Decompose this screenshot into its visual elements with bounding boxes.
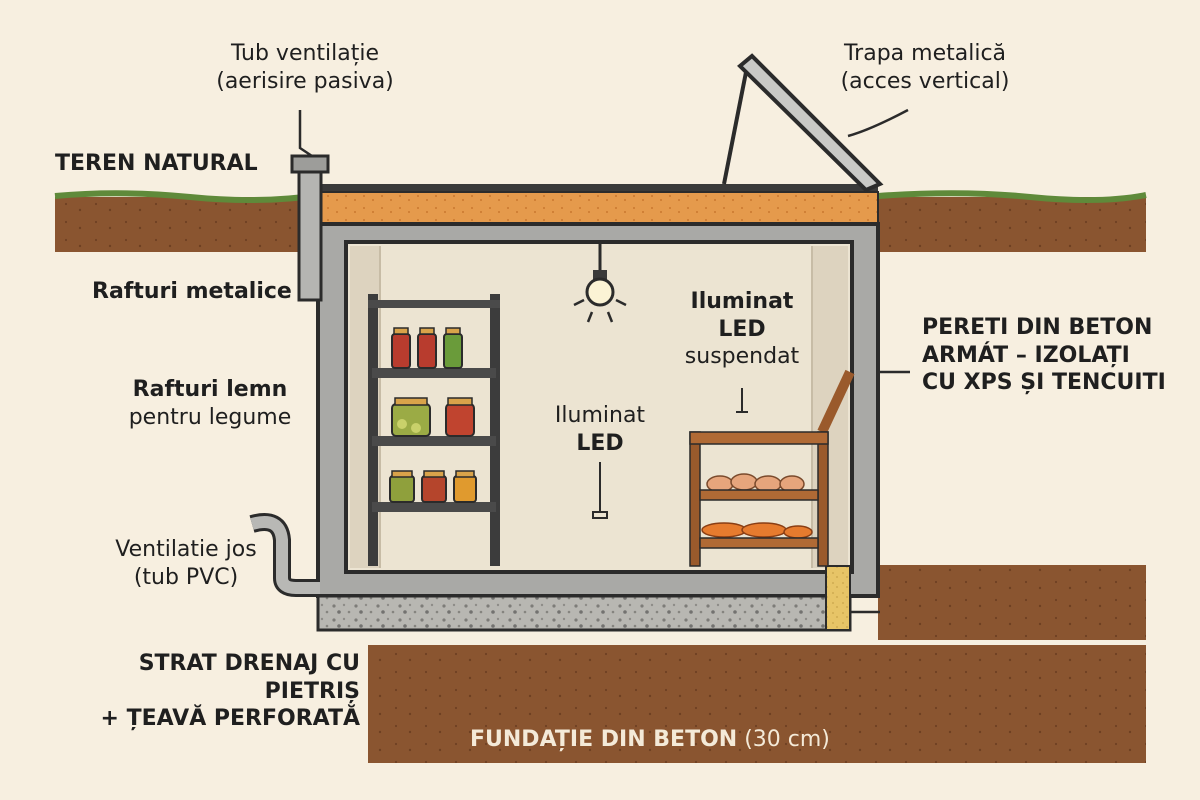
wooden-vegetable-rack	[689, 369, 855, 567]
led-markers	[592, 388, 748, 519]
low-vent-label: Ventilatie jos (tub PVC)	[115, 537, 257, 590]
foundation-label: FUNDAȚIE DIN BETON (30 cm)	[470, 726, 830, 754]
side-insulation-strip	[825, 565, 851, 631]
gravel-drainage	[316, 594, 852, 632]
foundation-title: FUNDAȚIE DIN BETON	[470, 727, 738, 752]
metal-shelves-label: Rafturi metalice	[92, 279, 292, 304]
vent-tube	[290, 154, 330, 302]
roof-slab	[317, 184, 879, 225]
walls-label: PERETI DIN BETON ARMÁT – IZOLAȚI CU XPS …	[922, 315, 1166, 395]
leader-lines	[298, 108, 910, 614]
foundation-thickness: (30 cm)	[744, 727, 830, 752]
hatch-label: Trapa metalică (acces vertical)	[840, 41, 1010, 94]
metal-shelving	[368, 294, 500, 566]
hatch	[722, 53, 884, 193]
led-suspended-label: Iluminat LED suspendat	[684, 289, 800, 369]
led-center-label: Iluminat LED	[554, 403, 646, 456]
drainage-label: STRAT DRENAJ CU PIETRIȘ + ȚEAVĂ PERFORAT…	[100, 651, 361, 731]
vent-tube-label: Tub ventilație (aerisire pasiva)	[216, 41, 394, 94]
ground-label: TEREN NATURAL	[55, 151, 258, 176]
foundation-block	[368, 645, 1146, 763]
pendant-led-bulb	[573, 244, 627, 323]
wood-shelves-label: Rafturi lemn pentru legume	[128, 377, 292, 430]
soil-layer	[54, 190, 1147, 763]
